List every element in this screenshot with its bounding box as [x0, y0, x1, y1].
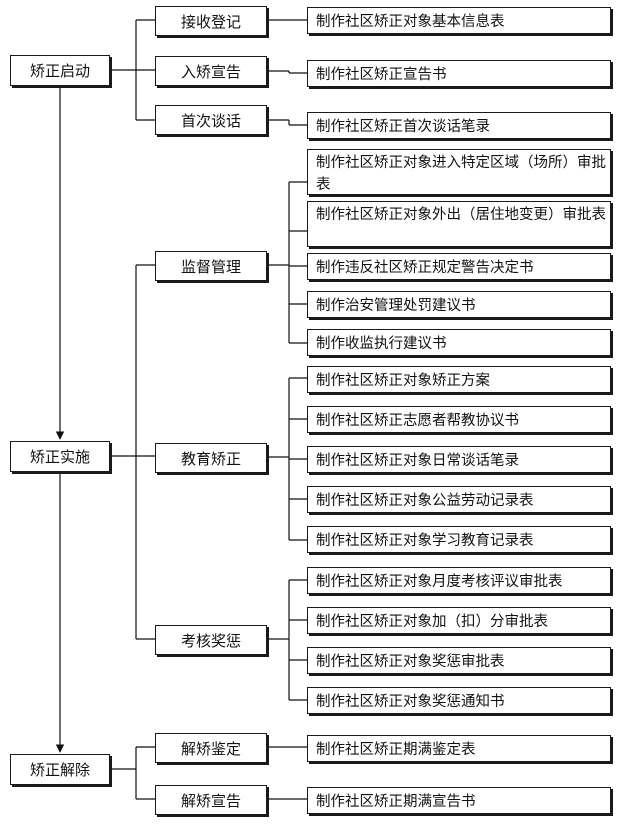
- item-basic-info-form: 制作社区矫正对象基本信息表: [307, 7, 611, 34]
- group-supervision: 监督管理: [155, 251, 267, 281]
- item-study-record: 制作社区矫正对象学习教育记录表: [307, 526, 611, 553]
- item-warning-decision: 制作违反社区矫正规定警告决定书: [307, 253, 611, 280]
- item-announcement-letter: 制作社区矫正宣告书: [307, 60, 611, 87]
- stage-implement: 矫正实施: [10, 441, 110, 472]
- item-volunteer-agreement: 制作社区矫正志愿者帮教协议书: [307, 406, 611, 433]
- item-reward-penalty-notice: 制作社区矫正对象奖惩通知书: [307, 687, 611, 714]
- item-custody-proposal: 制作收监执行建议书: [307, 329, 611, 356]
- group-release-appraisal: 解矫鉴定: [155, 733, 267, 763]
- item-penalty-proposal: 制作治安管理处罚建议书: [307, 291, 611, 318]
- item-monthly-assessment-approval: 制作社区矫正对象月度考核评议审批表: [307, 567, 611, 594]
- item-first-interview-record: 制作社区矫正首次谈话笔录: [307, 112, 611, 139]
- item-reward-penalty-approval: 制作社区矫正对象奖惩审批表: [307, 647, 611, 674]
- group-assessment: 考核奖惩: [155, 625, 267, 655]
- item-correction-plan: 制作社区矫正对象矫正方案: [307, 366, 611, 393]
- group-education: 教育矫正: [155, 443, 267, 473]
- item-public-labor-record: 制作社区矫正对象公益劳动记录表: [307, 486, 611, 513]
- item-outing-approval: 制作社区矫正对象外出（居住地变更）审批表: [307, 201, 611, 247]
- item-daily-interview-record: 制作社区矫正对象日常谈话笔录: [307, 446, 611, 473]
- stage-start: 矫正启动: [10, 55, 110, 86]
- group-first-interview: 首次谈话: [155, 105, 267, 135]
- item-special-area-approval: 制作社区矫正对象进入特定区域（场所）审批表: [307, 149, 611, 195]
- item-expiry-announcement: 制作社区矫正期满宣告书: [307, 787, 611, 814]
- item-points-approval: 制作社区矫正对象加（扣）分审批表: [307, 607, 611, 634]
- group-entry-announcement: 入矫宣告: [155, 56, 267, 86]
- stage-release: 矫正解除: [10, 754, 110, 785]
- group-release-announcement: 解矫宣告: [155, 785, 267, 815]
- item-expiry-appraisal-form: 制作社区矫正期满鉴定表: [307, 735, 611, 762]
- group-intake-registration: 接收登记: [155, 6, 267, 36]
